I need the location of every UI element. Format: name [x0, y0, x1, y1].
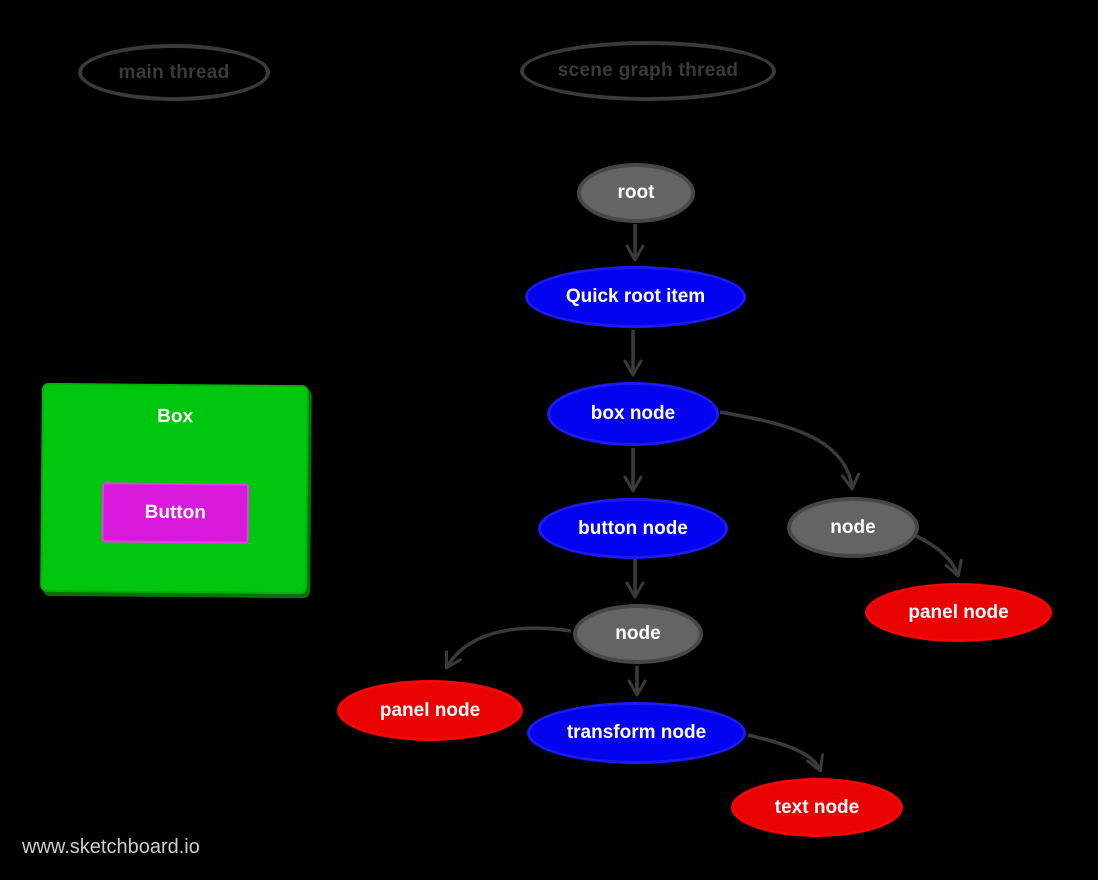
graph-node-transform-node[interactable]: transform node: [527, 702, 746, 764]
graph-node-transform-node-label: transform node: [566, 722, 707, 743]
graph-node-panel-node-right-label: panel node: [908, 601, 1009, 623]
graph-node-text-node[interactable]: text node: [731, 778, 903, 837]
graph-node-node-right-label: node: [830, 516, 876, 538]
graph-node-node-right[interactable]: node: [787, 497, 919, 558]
edge-transform-node-to-text-node: [747, 733, 824, 773]
scene-graph-thread-label: scene graph thread: [557, 60, 739, 81]
graph-node-box-node[interactable]: box node: [547, 382, 719, 446]
graph-node-quick-root-item[interactable]: Quick root item: [525, 266, 746, 328]
graph-node-root[interactable]: root: [577, 163, 695, 223]
graph-node-box-node-label: box node: [590, 403, 676, 424]
edge-node-mid-to-panel-node-left: [445, 626, 572, 670]
box-label: Box: [157, 405, 194, 428]
main-thread-label: main thread: [118, 61, 230, 83]
graph-node-root-label: root: [617, 182, 655, 203]
graph-node-panel-node-left[interactable]: panel node: [337, 680, 523, 741]
graph-node-text-node-label: text node: [774, 796, 860, 818]
button-label: Button: [144, 501, 206, 524]
sketchboard-watermark: www.sketchboard.io: [22, 836, 200, 858]
graph-node-node-mid[interactable]: node: [573, 604, 703, 664]
edge-node-right-to-panel-node-right: [915, 534, 963, 578]
graph-node-panel-node-left-label: panel node: [379, 699, 481, 721]
scene-graph-thread-ellipse[interactable]: scene graph thread: [520, 41, 776, 101]
main-thread-ellipse[interactable]: main thread: [78, 44, 270, 101]
graph-node-quick-root-item-label: Quick root item: [565, 286, 706, 307]
graph-node-button-node[interactable]: button node: [538, 498, 728, 559]
graph-node-panel-node-right[interactable]: panel node: [865, 583, 1052, 642]
graph-node-button-node-label: button node: [578, 517, 688, 539]
button-shape[interactable]: Button: [101, 482, 250, 544]
edge-box-node-to-node-right: [719, 410, 860, 491]
box-shape[interactable]: Box Button: [40, 382, 309, 595]
graph-node-node-mid-label: node: [615, 623, 661, 644]
